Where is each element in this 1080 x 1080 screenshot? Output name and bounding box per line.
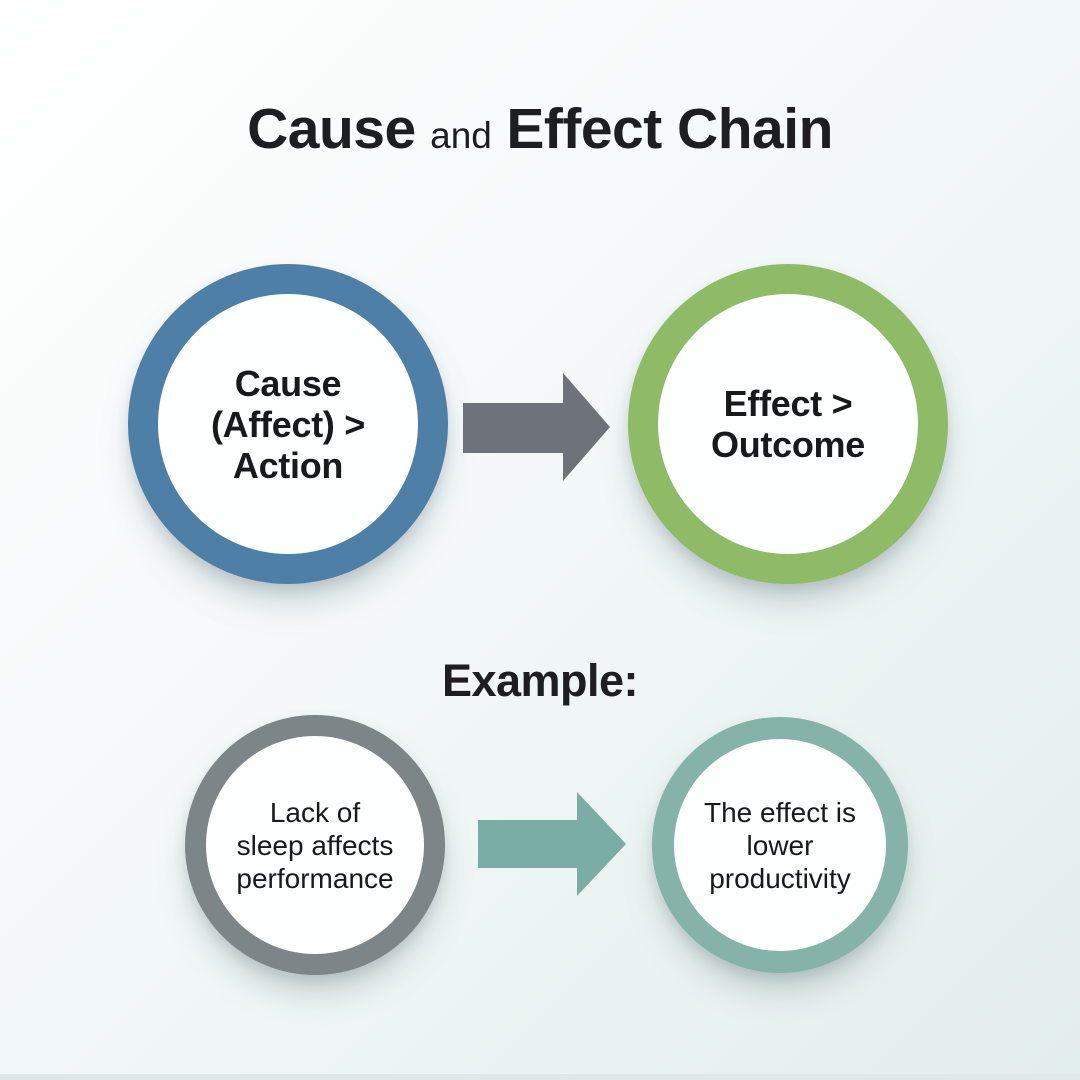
arrow-right-icon [478,792,626,896]
effect-node-line: Effect > [723,383,853,424]
effect-node-label: Effect > Outcome [658,294,918,554]
cause-node: Cause (Affect) > Action [128,264,448,584]
effect-node: Effect > Outcome [628,264,948,584]
bottom-edge-strip [0,1074,1080,1080]
example-effect-line: productivity [709,862,851,894]
title-word-cause: Cause [247,97,416,161]
cause-node-label: Cause (Affect) > Action [158,294,418,554]
example-cause-line: performance [236,862,394,894]
cause-node-line: Cause [234,362,342,404]
example-effect-node-label: The effect is lower productivity [674,739,886,951]
example-heading: Example: [441,655,639,706]
example-effect-line: The effect is [703,796,856,828]
title-word-effect-chain: Effect Chain [506,97,833,161]
effect-node-line: Outcome [711,424,865,465]
example-effect-node: The effect is lower productivity [652,717,908,973]
cause-node-line: (Affect) > [210,403,365,445]
example-cause-line: Lack of [269,796,361,828]
arrow-right-icon [463,373,610,481]
example-cause-line: sleep affects [236,829,394,861]
example-effect-line: lower [746,829,814,861]
title-word-and: and [430,115,492,156]
cause-node-line: Action [232,444,344,486]
page-title: Cause and Effect Chain [0,96,1080,162]
example-cause-node-label: Lack of sleep affects performance [206,736,424,954]
example-cause-node: Lack of sleep affects performance [185,715,445,975]
